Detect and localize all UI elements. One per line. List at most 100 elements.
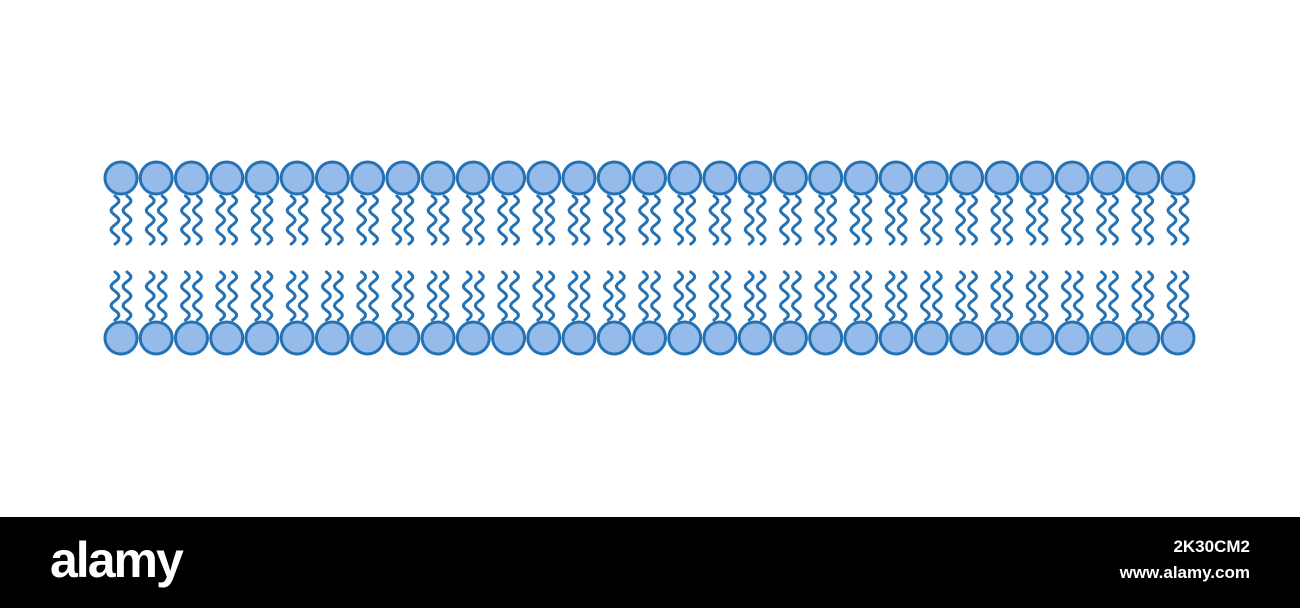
- top-lipid-tail: [121, 194, 133, 246]
- top-lipid-head: [279, 160, 315, 196]
- top-lipid-tail: [1131, 194, 1143, 246]
- bottom-lipid-head: [878, 320, 914, 356]
- bottom-lipid-head: [596, 320, 632, 356]
- top-lipid-head: [1090, 160, 1126, 196]
- bottom-lipid-tail: [532, 270, 544, 322]
- top-lipid-tail: [896, 194, 908, 246]
- bottom-lipid-head: [632, 320, 667, 356]
- top-lipid-tail: [826, 194, 838, 246]
- top-lipid-tail: [637, 194, 650, 246]
- top-lipid-tail: [790, 194, 803, 246]
- top-lipid-tail: [297, 194, 309, 246]
- top-lipid-tail: [285, 194, 297, 246]
- bottom-lipid-tail: [814, 270, 826, 322]
- bottom-lipid-tail: [1025, 270, 1037, 322]
- bottom-lipid-tail: [1072, 270, 1084, 322]
- top-lipid-head: [1054, 160, 1090, 196]
- top-lipid-tail: [967, 194, 979, 246]
- bottom-lipid-tail: [1037, 270, 1049, 322]
- watermark-bar: alamy 2K30CM2 www.alamy.com: [0, 517, 1300, 608]
- bottom-lipid-head: [843, 320, 879, 356]
- bottom-lipid-tail: [649, 270, 662, 322]
- bottom-lipid-tail: [743, 270, 755, 322]
- bottom-lipid-tail: [461, 270, 473, 322]
- bottom-lipid-head: [808, 320, 844, 356]
- top-lipid-tail: [262, 194, 274, 246]
- bottom-lipid-head: [385, 320, 421, 356]
- top-lipid-head: [632, 160, 667, 196]
- lipid-tails: [109, 194, 1190, 322]
- bottom-lipid-tail: [849, 270, 861, 322]
- bottom-lipid-tail: [567, 270, 579, 322]
- top-lipid-head: [455, 160, 491, 196]
- bottom-lipid-head: [667, 320, 703, 356]
- top-lipid-tail: [1037, 194, 1049, 246]
- bottom-lipid-tail: [250, 270, 262, 322]
- bottom-lipid-head: [350, 320, 386, 356]
- top-lipid-tail: [144, 194, 156, 246]
- bottom-lipid-head: [420, 320, 456, 356]
- top-lipid-tail: [356, 194, 368, 246]
- bottom-lipid-tail: [544, 270, 556, 322]
- bottom-lipid-head: [491, 320, 527, 356]
- top-lipid-tail: [368, 194, 380, 246]
- bottom-lipid-head: [103, 320, 139, 356]
- bottom-lipid-tail: [990, 270, 1002, 322]
- top-lipid-head: [949, 160, 985, 196]
- top-lipid-head: [420, 160, 456, 196]
- bottom-lipid-tail: [967, 270, 979, 322]
- top-lipid-tail: [685, 194, 697, 246]
- bottom-lipid-tail: [320, 270, 333, 322]
- top-lipid-tail: [473, 194, 485, 246]
- top-lipid-tail: [320, 194, 333, 246]
- bottom-lipid-tail: [1178, 270, 1190, 322]
- bottom-lipid-tail: [109, 270, 121, 322]
- bottom-lipid-head: [209, 320, 245, 356]
- bottom-lipid-tail: [426, 270, 438, 322]
- top-lipid-tail: [814, 194, 826, 246]
- top-lipid-tail: [179, 194, 192, 246]
- bottom-lipid-tail: [356, 270, 368, 322]
- bottom-lipid-head: [1019, 320, 1055, 356]
- top-lipid-tail: [227, 194, 239, 246]
- bottom-lipid-tail: [297, 270, 309, 322]
- top-lipid-tail: [990, 194, 1002, 246]
- bottom-lipid-tail: [931, 270, 943, 322]
- top-lipid-tail: [1060, 194, 1072, 246]
- bottom-lipid-tail: [1166, 270, 1178, 322]
- top-lipid-tail: [532, 194, 544, 246]
- top-lipid-tail: [332, 194, 345, 246]
- top-lipid-tail: [109, 194, 121, 246]
- top-lipid-head: [878, 160, 914, 196]
- bottom-lipid-tail: [1107, 270, 1120, 322]
- bottom-lipid-tail: [708, 270, 720, 322]
- image-id-label: 2K30CM2: [1173, 537, 1250, 556]
- top-lipid-tail: [544, 194, 556, 246]
- bottom-lipid-tail: [778, 270, 791, 322]
- top-lipid-tail: [579, 194, 591, 246]
- phospholipid-bilayer-diagram: [103, 160, 1196, 356]
- top-lipid-tail: [461, 194, 473, 246]
- top-lipid-tail: [778, 194, 791, 246]
- bottom-lipid-tail: [955, 270, 967, 322]
- bottom-lipid-head: [526, 320, 562, 356]
- bottom-lipid-head: [772, 320, 808, 356]
- bottom-lipid-tail: [579, 270, 591, 322]
- top-lipid-head: [350, 160, 386, 196]
- top-lipid-tail: [743, 194, 755, 246]
- bottom-lipid-tail: [227, 270, 239, 322]
- top-lipid-tail: [861, 194, 873, 246]
- bottom-lipid-head: [1160, 320, 1196, 356]
- top-lipid-tail: [508, 194, 521, 246]
- top-lipid-tail: [614, 194, 626, 246]
- bottom-lipid-tail: [262, 270, 274, 322]
- bottom-lipid-head: [138, 320, 174, 356]
- top-lipid-head: [103, 160, 139, 196]
- bottom-lipid-tail: [1143, 270, 1155, 322]
- top-lipid-tail: [391, 194, 403, 246]
- bottom-lipid-tail: [403, 270, 415, 322]
- top-lipid-head: [561, 160, 597, 196]
- top-lipid-tail: [931, 194, 943, 246]
- bottom-lipid-tail: [508, 270, 521, 322]
